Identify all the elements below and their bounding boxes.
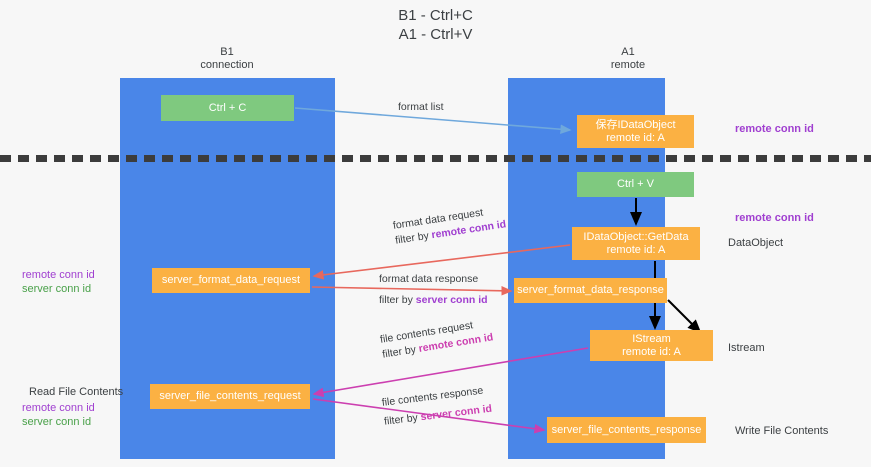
fdresp-filter-value: server conn id xyxy=(415,294,488,306)
connector-response-to-istream xyxy=(667,299,702,334)
connector-label-fdresp-line1: format data response xyxy=(379,273,479,285)
label-server-conn-id-left-bottom: server conn id xyxy=(22,416,92,428)
node-server-format-data-request-label: server_format_data_request xyxy=(161,274,301,286)
node-istream[interactable]: IStream remote id: A xyxy=(590,330,713,361)
node-server-format-data-response-label: server_format_data_response xyxy=(517,284,664,296)
connector-label-format-data-request: format data request filter by remote con… xyxy=(392,202,507,248)
node-server-format-data-response[interactable]: server_format_data_response xyxy=(514,278,667,303)
connector-label-file-contents-request: file contents request filter by remote c… xyxy=(379,315,494,362)
connector-label-fdresp-line2: filter by server conn id xyxy=(379,293,488,308)
connector-label-format-list-line1: format list xyxy=(398,101,444,113)
fcresp-filter-prefix: filter by xyxy=(383,411,422,428)
fdreq-filter-prefix: filter by xyxy=(394,229,433,247)
node-server-format-data-request[interactable]: server_format_data_request xyxy=(152,268,310,293)
node-ctrl-c-label: Ctrl + C xyxy=(208,101,247,114)
node-istream-sublabel: remote id: A xyxy=(622,345,681,358)
label-remote-conn-id-top: remote conn id xyxy=(735,123,814,135)
phase-separator-dashed-line xyxy=(0,155,871,162)
label-remote-conn-id-left-mid: remote conn id xyxy=(22,269,95,281)
node-server-file-contents-response[interactable]: server_file_contents_response xyxy=(547,417,706,443)
node-server-file-contents-request[interactable]: server_file_contents_request xyxy=(150,384,310,409)
node-idataobject-getdata[interactable]: IDataObject::GetData remote id: A xyxy=(572,227,700,260)
label-group-conn-ids-mid: remote conn id server conn id xyxy=(22,268,95,296)
connector-label-format-list: format list xyxy=(398,100,444,115)
node-ctrl-c[interactable]: Ctrl + C xyxy=(161,95,294,121)
page-title: B1 - Ctrl+C A1 - Ctrl+V xyxy=(0,6,871,44)
label-remote-conn-id-mid: remote conn id xyxy=(735,212,814,224)
label-remote-conn-id-left-bottom: remote conn id xyxy=(22,402,95,414)
node-save-idataobject-label: 保存IDataObject xyxy=(595,118,676,131)
swimlane-a1-subtitle: remote xyxy=(610,59,646,71)
swimlane-header-b1: B1 connection xyxy=(147,46,307,72)
swimlane-header-a1: A1 remote xyxy=(548,46,708,72)
title-line-1: B1 - Ctrl+C xyxy=(398,7,473,24)
node-istream-label: IStream xyxy=(632,332,671,345)
node-getdata-sublabel: remote id: A xyxy=(606,243,666,256)
fdresp-filter-prefix: filter by xyxy=(379,294,416,306)
node-server-file-contents-response-label: server_file_contents_response xyxy=(551,423,702,436)
swimlane-a1-name: A1 xyxy=(621,46,635,58)
label-dataobject: DataObject xyxy=(728,237,784,249)
swimlane-b1-name: B1 xyxy=(220,46,234,58)
label-server-conn-id-left-mid: server conn id xyxy=(22,283,92,295)
connector-label-format-data-response: format data response filter by server co… xyxy=(379,272,488,308)
swimlane-b1-subtitle: connection xyxy=(200,59,254,71)
node-save-idataobject-sublabel: remote id: A xyxy=(606,131,665,144)
label-read-file-contents: Read File Contents xyxy=(29,386,124,398)
label-write-file-contents: Write File Contents xyxy=(735,425,829,437)
title-line-2: A1 - Ctrl+V xyxy=(398,26,473,43)
node-getdata-label: IDataObject::GetData xyxy=(583,230,689,243)
node-ctrl-v[interactable]: Ctrl + V xyxy=(577,172,694,197)
label-istream: Istream xyxy=(728,342,765,354)
node-save-idataobject[interactable]: 保存IDataObject remote id: A xyxy=(577,115,694,148)
node-ctrl-v-label: Ctrl + V xyxy=(617,178,654,190)
fcresp-filter-value: server conn id xyxy=(419,402,493,424)
label-group-conn-ids-bottom: remote conn id server conn id xyxy=(22,401,95,429)
node-server-file-contents-request-label: server_file_contents_request xyxy=(159,390,301,402)
connector-label-file-contents-response: file contents response filter by server … xyxy=(381,383,493,430)
